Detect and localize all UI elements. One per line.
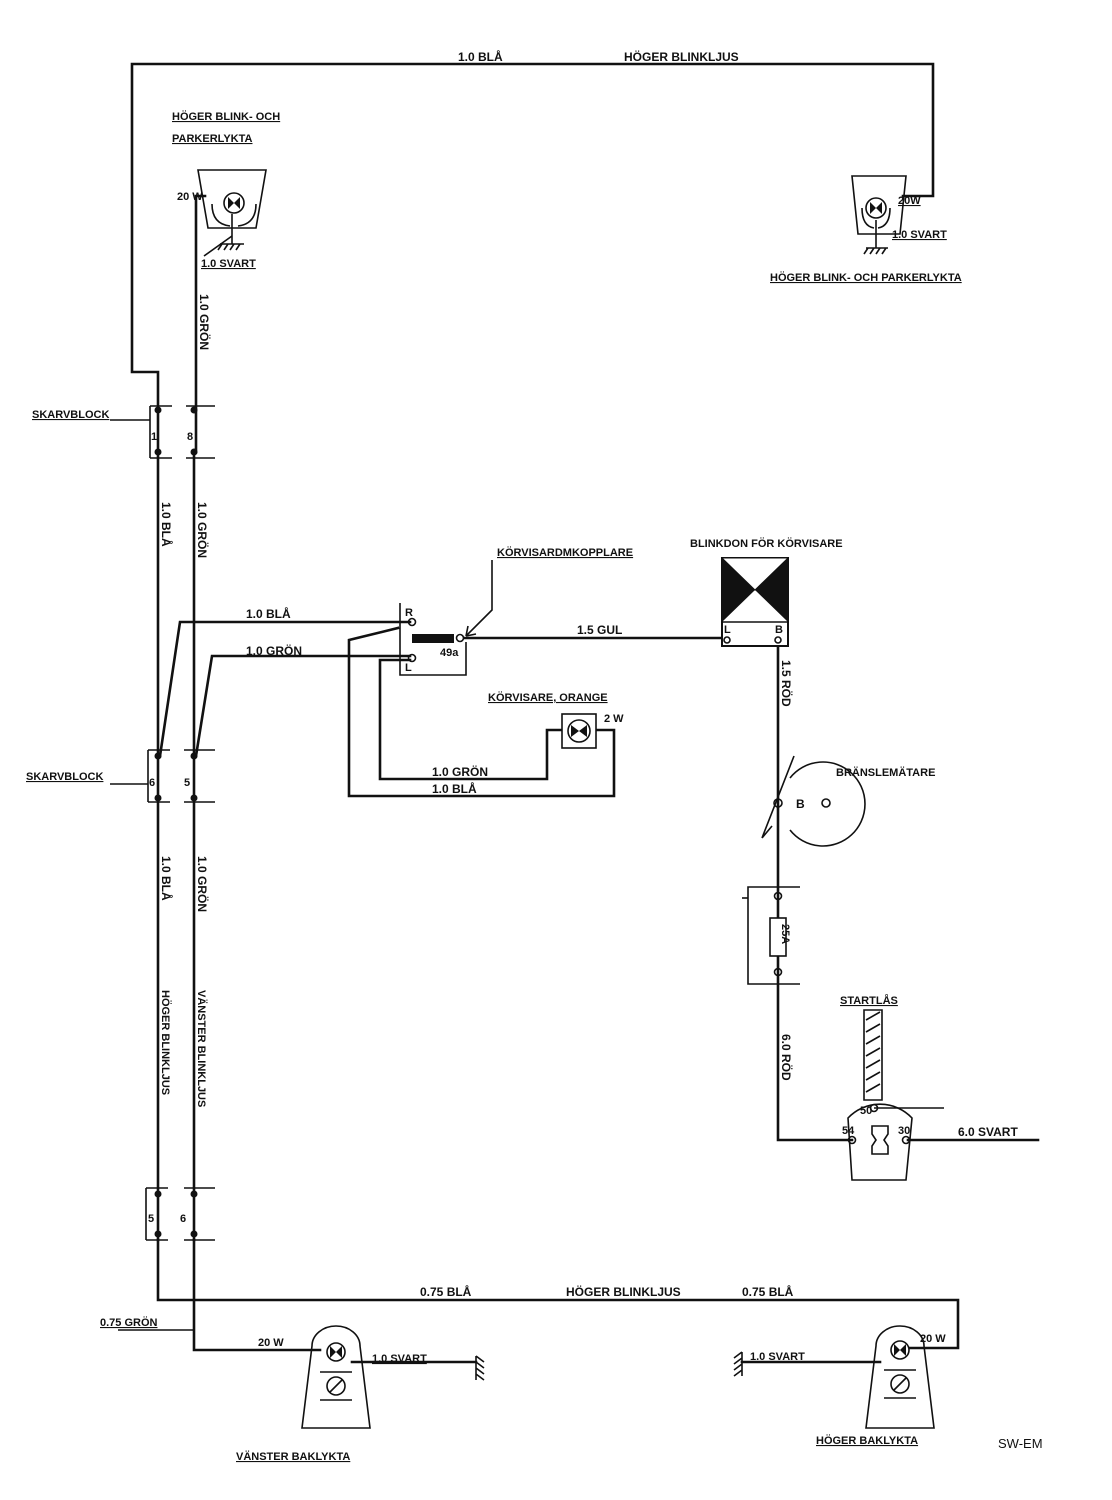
wire-bottom-bla-2: 0.75 BLÅ — [742, 1284, 794, 1299]
rear-left-lamp-symbol — [301, 1325, 485, 1429]
skarvblock-2-pin-b: 5 — [184, 777, 190, 789]
front-right-ground: 1.0 SVART — [892, 229, 947, 241]
switch-title: KÖRVISARDMKOPPLARE — [497, 546, 633, 559]
front-left-lamp-symbol — [197, 169, 267, 257]
top-wire-name: HÖGER BLINKLJUS — [624, 49, 739, 64]
wire-bottom-name: HÖGER BLINKLJUS — [566, 1284, 681, 1299]
rear-right-watt: 20 W — [920, 1333, 946, 1345]
wire-to-switch-gron — [194, 654, 412, 758]
indicator-title: KÖRVISARE, ORANGE — [488, 691, 608, 704]
switch-terminal: 49a — [440, 647, 459, 659]
wires — [118, 62, 1040, 1364]
fuse-rating: 25A — [779, 924, 791, 944]
front-left-lamp-title-1: HÖGER BLINK- OCH — [172, 110, 280, 123]
wire-upper-gron-label: 1.0 GRÖN — [197, 294, 212, 350]
skarvblock-1: 1 8 — [110, 405, 215, 459]
wire-to-switch-bla-label: 1.0 BLÅ — [246, 606, 291, 621]
flasher-pin-b: B — [775, 624, 783, 636]
skarvblock-1-pin-b: 8 — [187, 431, 193, 443]
skarvblock-2-pin-a: 6 — [149, 777, 155, 789]
front-right-lamp-symbol — [851, 175, 907, 255]
fuel-gauge-title: BRÄNSLEMÄTARE — [836, 766, 935, 779]
wire-switch-flasher-label: 1.5 GUL — [577, 623, 622, 637]
front-left-ground: 1.0 SVART — [201, 258, 256, 270]
wire-lower-left-name: HÖGER BLINKLJUS — [159, 990, 172, 1095]
skarvblock-2: 6 5 — [110, 749, 215, 803]
ignition-pin-30: 30 — [898, 1125, 910, 1137]
ignition-pin-54: 54 — [842, 1125, 855, 1137]
labels: 1.0 BLÅ HÖGER BLINKLJUS HÖGER BLINK- OCH… — [26, 49, 1043, 1463]
skarvblock-1-label: SKARVBLOCK — [32, 409, 109, 421]
switch-pin-l: L — [405, 662, 412, 674]
skarvblock-3-pin-a: 5 — [148, 1213, 154, 1225]
wire-bottom-gron-label: 0.75 GRÖN — [100, 1316, 158, 1329]
wire-indicator-gron-label: 1.0 GRÖN — [432, 764, 488, 779]
top-wire-gauge: 1.0 BLÅ — [458, 49, 503, 64]
wire-ignition-rod-label: 6.0 RÖD — [779, 1034, 794, 1081]
wire-indicator-bla-label: 1.0 BLÅ — [432, 781, 477, 796]
fuel-gauge: B — [761, 755, 866, 847]
skarvblock-3-pin-b: 6 — [180, 1213, 186, 1225]
wire-indicator-bla — [347, 626, 616, 798]
rear-left-title: VÄNSTER BAKLYKTA — [236, 1450, 350, 1463]
ignition-title: STARTLÅS — [840, 994, 898, 1007]
indicator-watt: 2 W — [604, 713, 624, 725]
front-left-lamp-watt: 20 W — [177, 191, 203, 203]
rear-right-ground: 1.0 SVART — [750, 1351, 805, 1363]
turn-signal-switch: R L 49a — [399, 560, 493, 676]
flasher-title: BLINKDON FÖR KÖRVISARE — [690, 537, 843, 550]
rear-left-watt: 20 W — [258, 1337, 284, 1349]
skarvblock-1-pin-a: 1 — [151, 431, 157, 443]
wire-to-switch-gron-label: 1.0 GRÖN — [246, 643, 302, 658]
front-right-lamp-watt: 20W — [898, 195, 921, 207]
fuse-box — [742, 886, 800, 985]
wire-bottom-gron — [192, 1238, 322, 1352]
front-right-lamp-title: HÖGER BLINK- OCH PARKERLYKTA — [770, 271, 962, 284]
wire-lower-gron: 1.0 GRÖN — [195, 856, 210, 912]
wire-mid-gron-left: 1.0 GRÖN — [195, 502, 210, 558]
wire-lower-right-name: VÄNSTER BLINKLJUS — [195, 990, 208, 1107]
rear-right-lamp-symbol — [733, 1325, 935, 1429]
rear-left-ground: 1.0 SVART — [372, 1353, 427, 1365]
wire-top-bla — [130, 62, 935, 454]
flasher-pin-l: L — [724, 624, 731, 636]
wire-to-switch-bla — [158, 620, 412, 758]
skarvblock-3: 5 6 — [145, 1187, 215, 1241]
switch-pin-r: R — [405, 607, 413, 619]
rear-right-title: HÖGER BAKLYKTA — [816, 1434, 918, 1447]
wire-lower-bla: 1.0 BLÅ — [159, 856, 174, 901]
wire-flasher-rod-label: 1.5 RÖD — [779, 660, 794, 707]
wire-bottom-bla — [156, 1238, 960, 1350]
ignition-pin-50: 50 — [860, 1105, 872, 1117]
corner-code: SW-EM — [998, 1436, 1043, 1451]
front-left-lamp-title-2: PARKERLYKTA — [172, 133, 253, 145]
wire-bottom-bla-1: 0.75 BLÅ — [420, 1284, 472, 1299]
ignition-switch: 50 54 30 — [842, 1009, 913, 1181]
wire-battery-label: 6.0 SVART — [958, 1125, 1018, 1139]
wire-mid-bla-left: 1.0 BLÅ — [159, 502, 174, 547]
fuel-gauge-pin: B — [796, 797, 805, 811]
flasher-unit: L B — [720, 557, 790, 647]
wire-indicator-gron — [378, 658, 564, 781]
indicator-lamp — [561, 713, 597, 749]
skarvblock-2-label: SKARVBLOCK — [26, 771, 103, 783]
